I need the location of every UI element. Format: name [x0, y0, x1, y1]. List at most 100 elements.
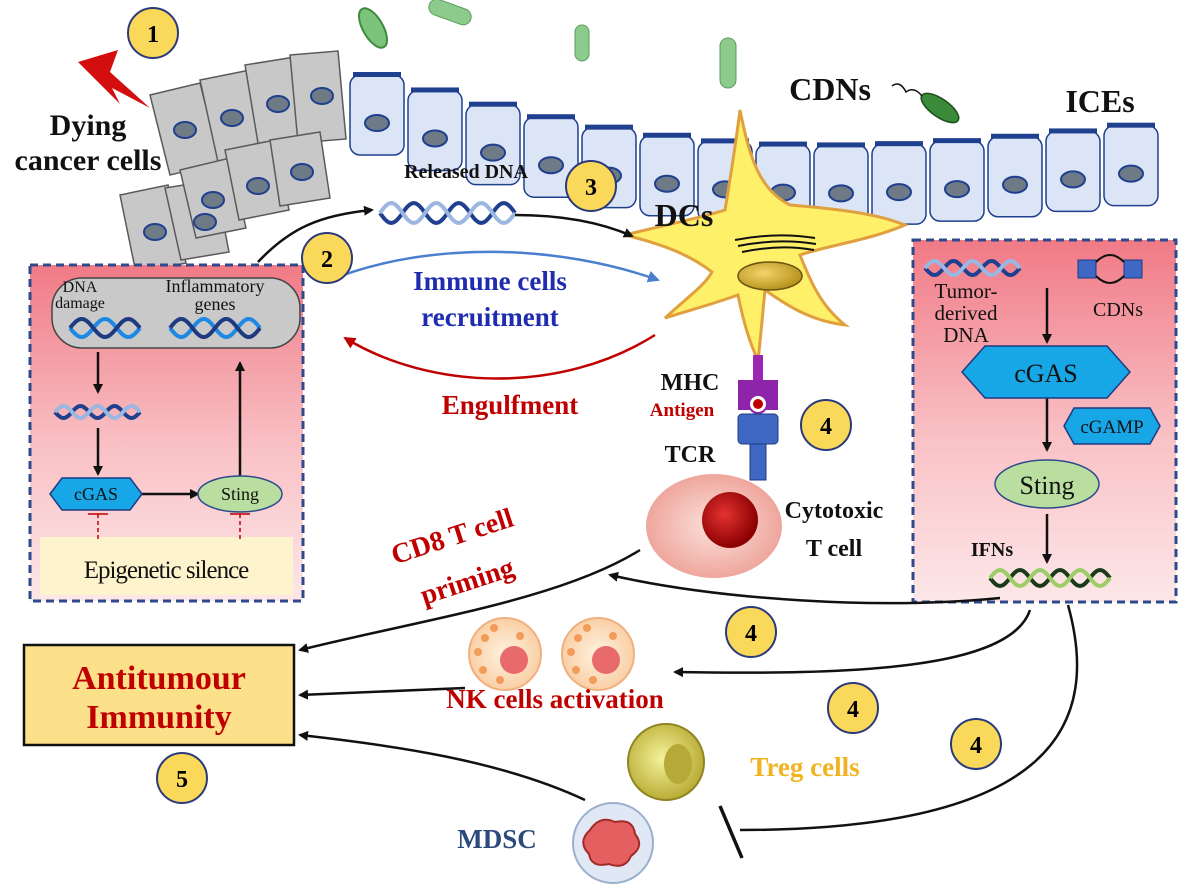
label-derived: derived	[935, 301, 998, 325]
epithelial-cell	[465, 101, 521, 186]
antigen-dot	[753, 399, 763, 409]
label-cgamp: cGAMP	[1080, 417, 1143, 438]
dendritic-cell	[624, 109, 909, 366]
label-engulfment: Engulfment	[442, 390, 579, 420]
label-cgas-right: cGAS	[1014, 359, 1078, 388]
label-antigen: Antigen	[650, 400, 715, 421]
label-nk-activation: NK cells activation	[446, 684, 663, 714]
badge-2: 2	[301, 232, 353, 284]
label-dna-damage-1: DNA	[63, 279, 98, 296]
label-tumor: Tumor-	[935, 279, 998, 303]
damage-dna-helix	[68, 316, 142, 340]
label-dying: Dying	[50, 109, 127, 142]
label-tcr: TCR	[665, 442, 716, 468]
label-released-dna: Released DNA	[404, 161, 528, 183]
label-ices: ICEs	[1065, 83, 1134, 119]
nk-cell-2-nucleus	[592, 646, 620, 674]
flagellum	[891, 83, 923, 97]
bacterium-rod-3	[719, 37, 737, 89]
bacterium-spiky	[358, 7, 388, 49]
arrow-recruitment	[329, 250, 660, 283]
label-ifns: IFNs	[971, 539, 1013, 561]
badge-4-tcr: 4	[800, 399, 852, 451]
cgamp-hexagon	[1063, 407, 1161, 445]
label-inflammatory: Inflammatory	[166, 276, 265, 296]
step-badges: 1 2 3 4 4 4 4 5	[127, 7, 1002, 804]
label-sting-left: Sting	[221, 484, 259, 504]
epigenetic-band	[40, 537, 293, 595]
svg-text:2: 2	[321, 247, 333, 273]
badge-4-nk: 4	[827, 682, 879, 734]
label-immunity: Immunity	[86, 699, 231, 736]
label-antitumour: Antitumour	[72, 660, 246, 697]
arrow-engulfment	[343, 333, 656, 380]
left-panel-dna-helix	[53, 403, 142, 421]
label-cdns-right: CDNs	[1093, 299, 1143, 321]
epithelial-cell	[871, 141, 927, 225]
mdsc-nucleus	[582, 818, 641, 867]
label-t-cell: T cell	[806, 536, 863, 562]
label-dna-damage-2: damage	[55, 295, 105, 312]
cgas-hexagon-left	[49, 477, 143, 511]
arrow-panel-to-dna	[257, 205, 374, 263]
left-panel	[28, 263, 305, 603]
dc-golgi	[734, 234, 817, 253]
epithelial-cell	[639, 132, 695, 217]
mhc-stalk	[753, 355, 763, 385]
badge-3: 3	[565, 160, 617, 212]
sting-oval-left	[197, 475, 283, 513]
bacteria-group	[358, 0, 960, 124]
badge-4-treg: 4	[950, 718, 1002, 770]
label-dna-right: DNA	[943, 323, 989, 347]
arrow-ifns-to-tcell	[608, 571, 1001, 605]
svg-text:1: 1	[147, 22, 159, 48]
treg-nucleus	[664, 744, 692, 784]
cdn-icon	[1077, 254, 1143, 284]
tcr-molecule	[737, 413, 779, 445]
label-dcs: DCs	[655, 197, 714, 233]
arrow-tcell-to-immunity	[298, 548, 641, 653]
dna-helices	[53, 200, 1112, 589]
antitumour-box	[22, 643, 296, 747]
bacterium-rod-1	[428, 0, 472, 26]
badge-5: 5	[156, 752, 208, 804]
bacterium-rod-2	[574, 24, 590, 62]
epithelial-cells	[349, 72, 1159, 227]
label-sting-right: Sting	[1020, 471, 1075, 500]
dying-cell-nuclei	[143, 87, 334, 241]
t-cell-nucleus	[702, 492, 758, 548]
dc-nucleus	[737, 261, 803, 291]
arrow-dna-to-dc	[514, 213, 634, 238]
epithelial-cell	[929, 138, 985, 222]
epithelial-cell	[1045, 128, 1101, 213]
ifn-helix	[988, 567, 1112, 589]
labels: Dying cancer cells CDNs ICEs Released DN…	[15, 71, 1144, 854]
label-cancer-cells: cancer cells	[15, 144, 162, 177]
cgas-hexagon-right	[960, 345, 1132, 399]
nk-cell-1-nucleus	[500, 646, 528, 674]
epithelial-cell	[407, 87, 463, 172]
inhibition-bar	[718, 805, 744, 859]
tumor-dna-helix	[923, 258, 1022, 278]
svg-text:4: 4	[820, 414, 832, 440]
nk-granules	[474, 624, 617, 684]
label-mhc: MHC	[661, 370, 720, 396]
label-cdns-top: CDNs	[789, 71, 871, 107]
svg-text:3: 3	[585, 175, 597, 201]
label-cgas-left: cGAS	[74, 484, 118, 504]
epigenetic-inhibitions	[88, 513, 250, 540]
epithelial-cell	[1103, 122, 1159, 207]
label-epigenetic-silence: Epigenetic silence	[84, 557, 249, 584]
arrow-nk-to-immunity	[298, 686, 466, 700]
badge-4-ifn: 4	[725, 606, 777, 658]
arrow-mdsc-to-immunity	[298, 730, 586, 802]
arrows	[93, 205, 1079, 832]
mhc-tcr-complex	[737, 355, 779, 481]
tcr-stalk	[749, 443, 767, 481]
badge-1: 1	[127, 7, 179, 59]
label-cytotoxic: Cytotoxic	[785, 498, 884, 524]
label-treg: Treg cells	[750, 752, 859, 782]
epithelial-cell	[523, 114, 579, 198]
